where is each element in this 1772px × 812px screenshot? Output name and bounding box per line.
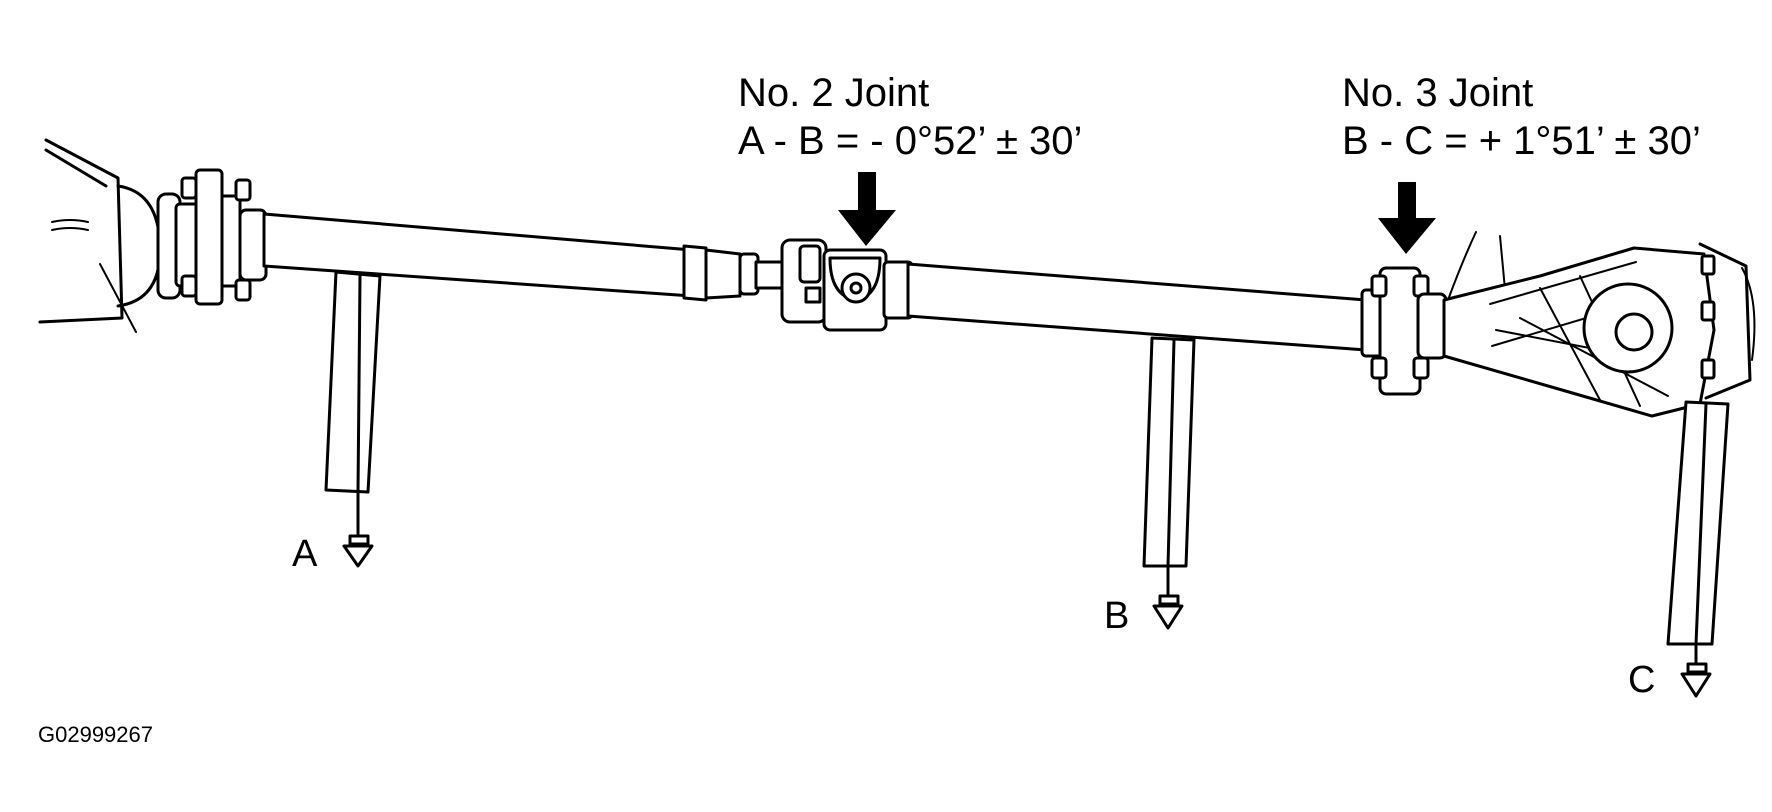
front-shaft-tube bbox=[262, 212, 788, 302]
no2-joint-formula: A - B = - 0°52’ ± 30’ bbox=[738, 119, 1082, 163]
no2-universal-joint bbox=[822, 248, 914, 332]
down-arrow-icon bbox=[1378, 182, 1436, 254]
no3-joint-title: No. 3 Joint bbox=[1342, 71, 1533, 115]
transmission-housing bbox=[38, 138, 182, 333]
no2-joint-title: No. 2 Joint bbox=[738, 71, 929, 115]
front-flange bbox=[174, 168, 268, 306]
rear-flange bbox=[1360, 266, 1448, 396]
center-bearing bbox=[780, 238, 828, 324]
inclinometer-a bbox=[324, 270, 382, 568]
inclinometer-c bbox=[1666, 400, 1730, 698]
down-arrow-icon bbox=[838, 172, 896, 246]
gauge-b-label: B bbox=[1104, 595, 1129, 637]
gauge-a-label: A bbox=[292, 533, 318, 575]
gauge-c-label: C bbox=[1628, 659, 1655, 701]
figure-code: G02999267 bbox=[38, 722, 153, 747]
rear-shaft-tube bbox=[906, 262, 1368, 352]
inclinometer-b bbox=[1142, 336, 1196, 630]
differential-housing bbox=[1442, 231, 1756, 418]
no3-joint-formula: B - C = + 1°51’ ± 30’ bbox=[1342, 119, 1701, 163]
